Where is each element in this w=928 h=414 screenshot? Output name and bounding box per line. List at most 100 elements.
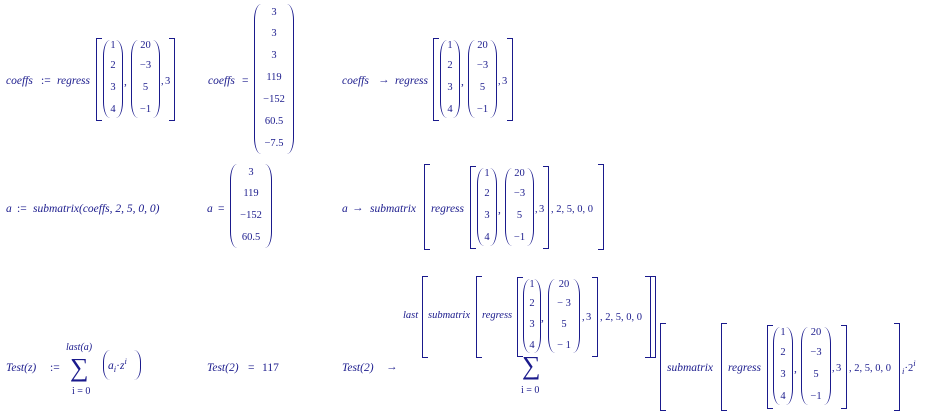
y-vector-cell: −3 [139, 60, 152, 71]
submatrix-function[interactable]: submatrix [428, 310, 470, 321]
y-vector-cell: 5 [479, 82, 486, 93]
degree-arg: 3 [539, 204, 545, 215]
x-vector-cell: 1 [529, 279, 535, 290]
submatrix-function[interactable]: submatrix [370, 203, 416, 215]
left-bracket [476, 276, 482, 358]
x-vector[interactable]: 1 2 3 4 [477, 168, 497, 246]
left-bracket [470, 166, 476, 249]
coeffs-eval-label[interactable]: coeffs [208, 75, 235, 87]
y-vector-cell: 20 [477, 40, 488, 51]
x-vector-cell: 2 [529, 298, 535, 309]
y-vector-cell: 20 [514, 168, 525, 179]
result-cell: 119 [243, 188, 259, 199]
x-vector-cell: 3 [529, 319, 535, 330]
regress-function[interactable]: regress [431, 203, 465, 215]
coeffs-def-label[interactable]: coeffs [6, 75, 33, 87]
x-vector-cell: 4 [484, 232, 490, 243]
left-bracket [660, 323, 666, 411]
right-bracket [592, 277, 598, 357]
y-vector-cell: 5 [813, 369, 819, 380]
regress-function[interactable]: regress [395, 75, 429, 87]
x-vector-cell: 2 [780, 347, 786, 358]
comma: , [498, 204, 501, 216]
test-def-label[interactable]: Test(z) [6, 362, 37, 374]
y-vector-cell: 20 [140, 40, 151, 51]
last-function[interactable]: last [403, 310, 419, 321]
result-cell: −7.5 [264, 138, 284, 149]
x-vector-cell: 4 [447, 104, 453, 115]
x-vector-cell: 1 [447, 40, 453, 51]
result-cell: −152 [240, 210, 262, 221]
y-vector[interactable]: 20 −3 5 −1 [505, 168, 534, 246]
right-bracket [507, 38, 513, 121]
comma: , [535, 204, 538, 215]
result-cell: 3 [248, 167, 254, 178]
x-vector-cell: 1 [484, 168, 490, 179]
assign-operator: := [50, 362, 60, 374]
submatrix-call[interactable]: submatrix(coeffs, 2, 5, 0, 0) [33, 203, 160, 215]
submatrix-args: , 2, 5, 0, 0 [551, 204, 593, 215]
right-bracket [894, 323, 900, 411]
equals-sign: = [218, 203, 225, 215]
regress-function[interactable]: regress [728, 362, 762, 374]
comma: , [541, 312, 544, 324]
right-bracket [841, 325, 847, 409]
comma: , [794, 363, 797, 375]
y-vector-cell: 5 [516, 210, 523, 221]
sum-lower-limit: i = 0 [521, 385, 540, 396]
x-vector[interactable]: 1 2 3 4 [103, 40, 123, 118]
symbolic-arrow: → [386, 361, 398, 373]
comma: , [582, 312, 585, 323]
x-vector-cell: 3 [780, 369, 786, 380]
sum-upper-limit: last(a) [66, 342, 93, 353]
symbolic-arrow: → [352, 202, 364, 214]
test-symbolic-label[interactable]: Test(2) [342, 362, 374, 374]
a-symbolic-label[interactable]: a [342, 203, 348, 215]
degree-arg: 3 [586, 312, 592, 323]
y-vector-cell: −1 [139, 104, 152, 115]
right-bracket [650, 276, 656, 358]
equals-sign: = [242, 75, 249, 87]
y-vector[interactable]: 20 −3 5 −1 [801, 327, 831, 405]
x-vector-cell: 2 [484, 188, 490, 199]
coeffs-symbolic-label[interactable]: coeffs [342, 75, 369, 87]
sum-lower-limit: i = 0 [72, 386, 91, 397]
x-vector-cell: 3 [484, 210, 490, 221]
regress-function[interactable]: regress [482, 310, 513, 321]
right-bracket [598, 164, 604, 250]
a-def-label[interactable]: a [6, 203, 12, 215]
x-vector-cell: 4 [110, 104, 116, 115]
comma: , [124, 76, 127, 88]
dot-operator: · [116, 360, 120, 372]
y-vector-cell: −3 [810, 347, 822, 358]
right-bracket [645, 276, 651, 358]
y-vector-cell: − 3 [557, 298, 571, 309]
x-vector[interactable]: 1 2 3 4 [523, 279, 541, 353]
exponent-i: i [124, 356, 127, 366]
a-result-vector: 3 119 −152 60.5 [230, 164, 272, 248]
submatrix-function[interactable]: submatrix [667, 362, 713, 374]
y-vector-cell: −3 [476, 60, 489, 71]
dot-operator: · [904, 362, 909, 374]
left-bracket [767, 325, 773, 409]
subscript-i: i [113, 364, 117, 374]
equals-sign: = [248, 362, 255, 374]
a-eval-label[interactable]: a [207, 203, 213, 215]
y-vector-cell: − 1 [557, 340, 571, 351]
y-vector[interactable]: 20 − 3 5 − 1 [548, 279, 580, 353]
left-bracket [422, 276, 428, 358]
degree-arg: 3 [165, 76, 171, 87]
result-cell: 3 [271, 50, 277, 61]
y-vector[interactable]: 20 −3 5 −1 [131, 40, 160, 118]
y-vector-cell: 5 [561, 319, 567, 330]
y-vector[interactable]: 20 −3 5 −1 [468, 40, 497, 118]
submatrix-args: , 2, 5, 0, 0 [600, 312, 642, 323]
x-vector[interactable]: 1 2 3 4 [440, 40, 460, 118]
regress-function[interactable]: regress [57, 75, 91, 87]
base-two: 2 [908, 363, 914, 374]
subscript-i: i [902, 366, 905, 376]
var-z: z [119, 360, 125, 372]
x-vector[interactable]: 1 2 3 4 [773, 327, 793, 405]
test-eval-label[interactable]: Test(2) [207, 362, 239, 374]
coeffs-result-vector: 3 3 3 119 −152 60.5 −7.5 [254, 4, 294, 154]
